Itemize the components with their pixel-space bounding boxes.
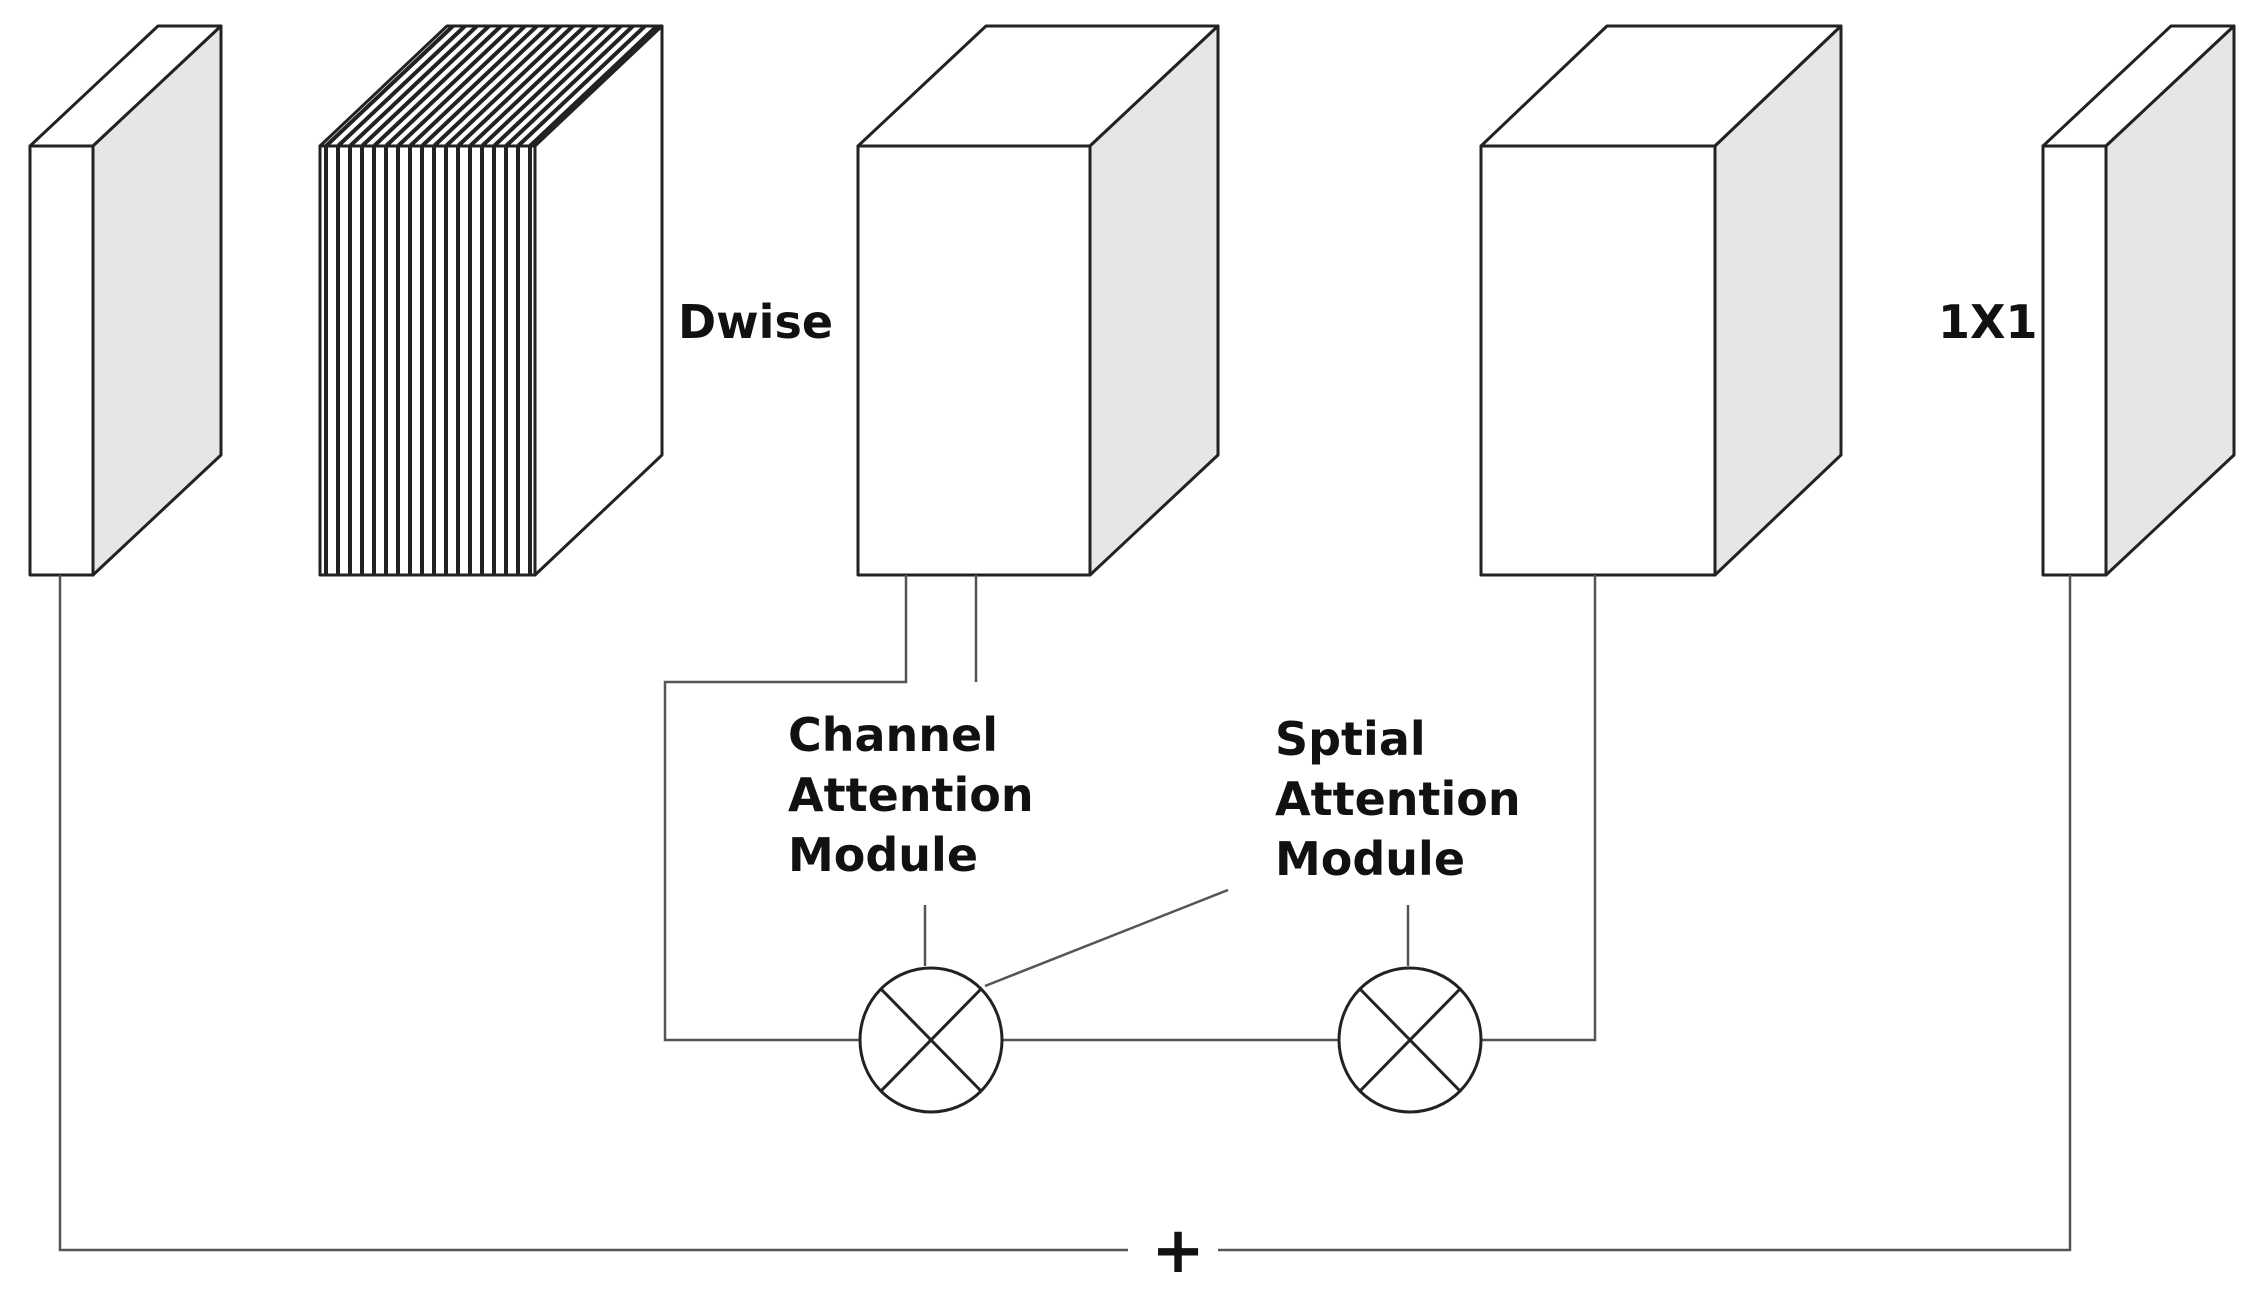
connectors [58,575,2072,1252]
pointwise-label: 1X1 [1938,295,2037,349]
spatial-output-line [1481,575,1597,1042]
multiply-operator-icon [858,966,1004,1114]
channel-stripe [372,24,503,575]
channel-stripe [324,24,455,575]
channel-stripe [480,24,611,575]
channel-stripe [360,24,491,575]
spatial-module-pointer [984,888,1229,988]
channel-stripe [516,24,647,575]
channel-stripe [444,24,575,575]
dwise-label: Dwise [678,295,833,349]
multiply-operator-icon [1337,966,1483,1114]
channel-input-line [663,575,908,1042]
channel-stripe [420,24,551,575]
output-feature-map [2041,24,2236,577]
channel-stripe [384,24,515,575]
residual-line-left [58,575,1128,1252]
residual-line-right [1218,575,2072,1252]
channel-stripe [468,24,599,575]
channel-stripe [408,24,539,575]
channel-stripe [396,24,527,575]
attention-output-block [1479,24,1843,577]
depthwise-output-block [856,24,1220,577]
channel-stripes [324,24,659,575]
spatial-attention-label: Sptial Attention Module [1275,712,1537,886]
channel-stripe [432,24,563,575]
channel-stripe [456,24,587,575]
channel-stripe [504,24,635,575]
channel-stripe [492,24,623,575]
channel-stripe [348,24,479,575]
residual-add-icon: + [1151,1214,1205,1288]
channel-attention-label: Channel Attention Module [788,708,1050,882]
channel-stripe [336,24,467,575]
channel-stripe [528,24,659,575]
input-feature-map [28,24,223,577]
expanded-feature-maps [318,24,664,577]
